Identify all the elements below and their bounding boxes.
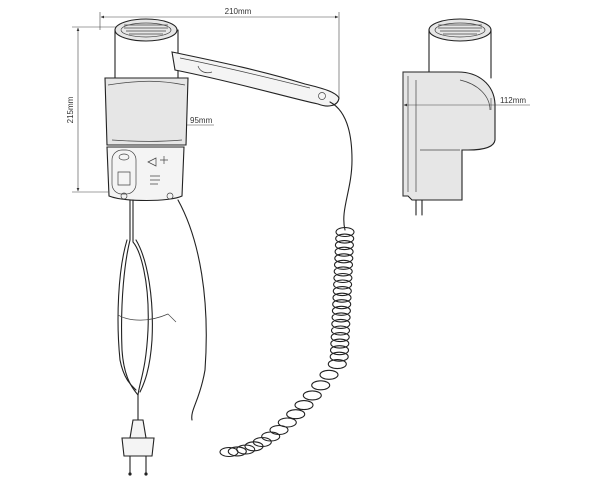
dimension-total-height: 215mm: [66, 26, 118, 193]
power-cable: [117, 199, 177, 421]
dryer-handle: [171, 51, 340, 107]
coiled-cord: [177, 101, 355, 458]
euro-plug: [121, 419, 155, 476]
power-switch-icon: [118, 153, 130, 161]
dimension-side-depth: 112mm: [403, 96, 530, 110]
side-dryer-head: [428, 18, 492, 79]
dimension-label-95mm: 95mm: [190, 116, 213, 125]
wall-bracket: [402, 71, 496, 216]
dimension-label-112mm: 112mm: [500, 96, 526, 105]
control-panel: [106, 146, 185, 201]
dimension-label-215mm: 215mm: [66, 96, 75, 123]
side-view: 112mm: [402, 18, 530, 216]
wall-holder: [104, 77, 189, 146]
dimension-label-210mm: 210mm: [225, 7, 252, 16]
front-view: 210mm 215mm 95mm: [66, 7, 355, 476]
dryer-head: [114, 18, 179, 79]
